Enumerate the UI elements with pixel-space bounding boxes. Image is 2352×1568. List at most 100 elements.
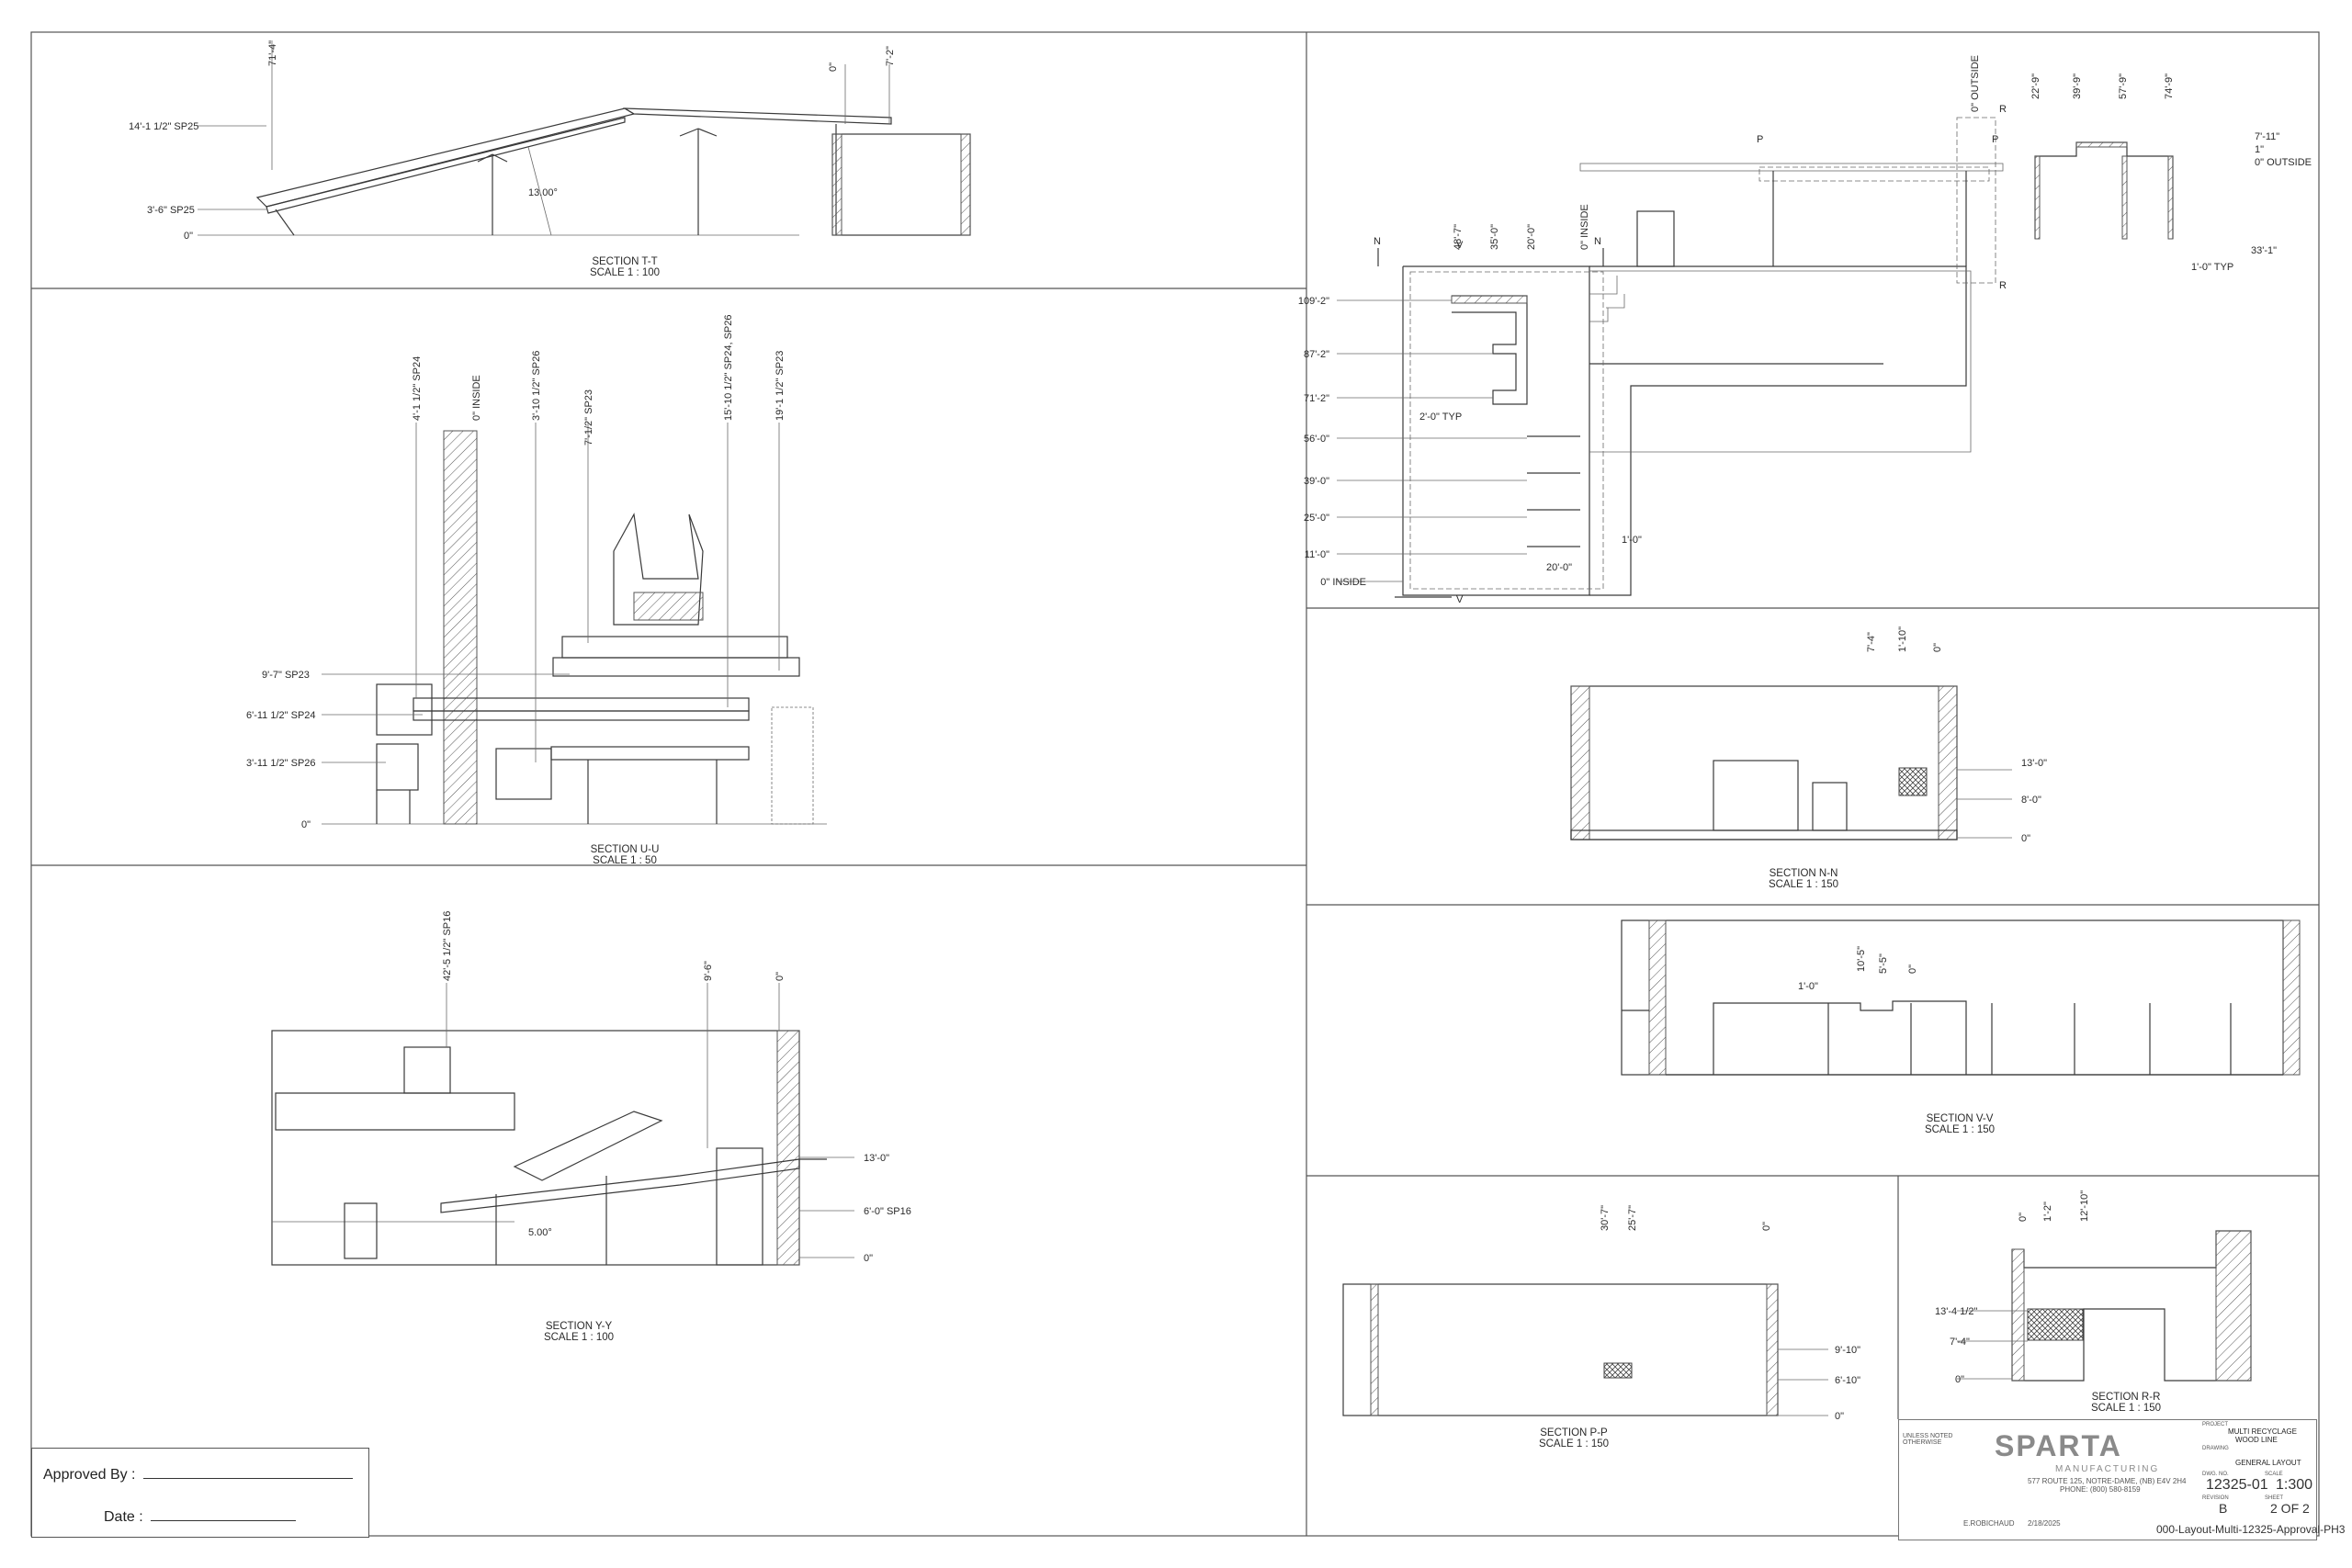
uu-dim-1: 9'-7" SP23: [262, 670, 310, 681]
vv-dim-h1: 1'-0": [1798, 981, 1818, 992]
uu-dim-v1: 4'-1 1/2" SP24: [412, 356, 423, 421]
section-nn-title: SECTION N-N: [1770, 868, 1838, 879]
pp-dim-v2: 25'-7": [1627, 1205, 1638, 1231]
pp-dim-r1: 9'-10": [1835, 1345, 1860, 1356]
yy-angle: 5.00°: [528, 1227, 552, 1238]
dwg-no-label: DWG. NO.: [2202, 1472, 2229, 1477]
plan-elev-4: 56'-0": [1304, 434, 1329, 445]
uu-dim-v4: 7'-1/2" SP23: [583, 389, 594, 446]
sheet-number: 2 OF 2: [2270, 1501, 2310, 1516]
dwg-no: 12325-01: [2206, 1477, 2268, 1493]
plan-right-elev-1: 7'-11": [2255, 131, 2279, 142]
section-uu-drawing: [322, 423, 827, 825]
plan-p-left: P: [1757, 134, 1763, 145]
sheet-frame: [30, 31, 2320, 1537]
plan-right-dim-3: 57'-9": [2118, 73, 2129, 99]
file-name: 000-Layout-Multi-12325-Approval-PH3: [2156, 1523, 2346, 1536]
plan-view-drawing: [1337, 117, 2174, 598]
section-yy-labels: 42'-5 1/2" SP16 9'-6" 0" 13'-0" 6'-0" SP…: [442, 911, 911, 1343]
plan-top-1: 48'-7": [1453, 224, 1464, 250]
plan-elev-3: 71'-2": [1304, 393, 1329, 404]
plan-elev-7: 11'-0": [1305, 549, 1329, 560]
yy-dim-v3: 0": [775, 972, 786, 981]
vv-dim-v2: 5'-5": [1878, 953, 1889, 974]
approved-by-line[interactable]: [142, 1465, 353, 1479]
tt-dim-3: 0": [184, 231, 193, 242]
date-line[interactable]: [151, 1507, 297, 1521]
plan-elev-6: 25'-0": [1304, 513, 1329, 524]
project-label: PROJECT: [2202, 1422, 2229, 1427]
rr-dim-l1: 13'-4 1/2": [1935, 1306, 1977, 1317]
section-uu-title: SECTION U-U: [591, 844, 660, 855]
nn-dim-v3: 0": [1932, 643, 1943, 652]
section-rr-labels: 0" 1'-2" 12'-10" 13'-4 1/2" 7'-4" 0" SEC…: [1935, 1190, 2161, 1414]
section-pp-labels: 30'-7" 25'-7" 0" 9'-10" 6'-10" 0" SECTIO…: [1539, 1205, 1860, 1450]
plan-right-elev-4: 33'-1": [2251, 245, 2277, 256]
section-yy-scale: SCALE 1 : 100: [544, 1332, 614, 1343]
nn-dim-r3: 0": [2021, 833, 2030, 844]
yy-dim-v1: 42'-5 1/2" SP16: [442, 911, 453, 981]
pp-dim-v3: 0": [1761, 1222, 1772, 1231]
sheet-label: SHEET: [2265, 1495, 2284, 1501]
plan-elev-8: 0" INSIDE: [1320, 577, 1366, 588]
section-rr-title: SECTION R-R: [2092, 1392, 2161, 1403]
vv-dim-v1: 10'-5": [1856, 946, 1867, 972]
uu-dim-3: 3'-11 1/2" SP26: [246, 758, 316, 769]
plan-width: 20'-0": [1546, 562, 1572, 573]
nn-dim-v1: 7'-4": [1866, 632, 1877, 652]
section-pp-title: SECTION P-P: [1540, 1427, 1608, 1438]
tt-dim-1: 14'-1 1/2" SP25: [129, 121, 198, 132]
title-block: UNLESS NOTED OTHERWISE SPARTA MANUFACTUR…: [1898, 1419, 2345, 1540]
section-yy-title: SECTION Y-Y: [546, 1321, 613, 1332]
section-vv-title: SECTION V-V: [1927, 1113, 1994, 1124]
drawing-title: GENERAL LAYOUT: [2235, 1459, 2301, 1467]
company-phone: PHONE: (800) 580-8159: [2060, 1485, 2141, 1494]
plan-n-left: N: [1374, 236, 1381, 247]
section-vv-labels: 1'-0" 10'-5" 5'-5" 0" SECTION V-V SCALE …: [1798, 946, 1995, 1135]
plan-p-right: P: [1992, 134, 1998, 145]
rr-dim-v2: 1'-2": [2042, 1201, 2053, 1222]
rr-dim-l2: 7'-4": [1950, 1337, 1970, 1348]
plan-top-3: 20'-0": [1526, 224, 1537, 250]
tt-angle: 13.00°: [528, 187, 558, 198]
drawn-by: E.ROBICHAUD: [1963, 1519, 2015, 1528]
tolerance-note: UNLESS NOTED OTHERWISE: [1903, 1433, 1953, 1446]
section-tt-scale: SCALE 1 : 100: [590, 267, 660, 278]
nn-dim-r2: 8'-0": [2021, 795, 2041, 806]
plan-view-labels: 109'-2" 87'-2" 71'-2" 56'-0" 39'-0" 25'-…: [1298, 55, 2312, 605]
uu-dim-v5: 15'-10 1/2" SP24, SP26: [723, 315, 734, 421]
plan-v-bottom: V: [1456, 594, 1464, 605]
plan-r-top: R: [1999, 104, 2007, 115]
yy-dim-r3: 0": [864, 1253, 873, 1264]
plan-right-dim-2: 39'-9": [2072, 73, 2083, 99]
section-vv-scale: SCALE 1 : 150: [1925, 1124, 1995, 1135]
plan-r-bottom: R: [1999, 280, 2007, 291]
plan-elev-2: 87'-2": [1304, 349, 1329, 360]
section-pp-scale: SCALE 1 : 150: [1539, 1438, 1609, 1450]
plan-top-2: 35'-0": [1489, 224, 1500, 250]
plan-right-dim-1: 22'-9": [2030, 73, 2041, 99]
company-tagline: MANUFACTURING: [2055, 1464, 2160, 1474]
plan-v-top: V: [1456, 240, 1464, 251]
rr-dim-l3: 0": [1955, 1374, 1964, 1385]
plan-right-elev-3: 0" OUTSIDE: [2255, 157, 2312, 168]
approved-by-label: Approved By :: [43, 1467, 136, 1483]
company-logo: SPARTA: [1995, 1429, 2122, 1462]
pp-dim-r3: 0": [1835, 1411, 1844, 1422]
section-nn-drawing: [1570, 685, 2012, 840]
tt-dim-v2: 0": [828, 62, 839, 72]
section-uu-scale: SCALE 1 : 50: [593, 855, 657, 866]
section-vv-drawing: [1621, 919, 2301, 1076]
uu-dim-v2: 0" INSIDE: [471, 375, 482, 421]
yy-dim-v2: 9'-6": [703, 961, 714, 981]
project-name: MULTI RECYCLAGE: [2228, 1427, 2297, 1436]
rr-dim-v3: 12'-10": [2079, 1190, 2090, 1222]
section-uu-labels: 9'-7" SP23 6'-11 1/2" SP24 3'-11 1/2" SP…: [246, 315, 786, 866]
date-row[interactable]: Date :: [104, 1507, 297, 1526]
plan-outside-label: 0" OUTSIDE: [1970, 55, 1981, 112]
section-tt-labels: 14'-1 1/2" SP25 3'-6" SP25 0" 71'-4" 0" …: [129, 40, 896, 278]
tt-dim-v1: 71'-4": [267, 40, 278, 66]
plan-right-elev-2: 1": [2255, 144, 2264, 155]
approved-by-row[interactable]: Approved By :: [43, 1465, 353, 1483]
